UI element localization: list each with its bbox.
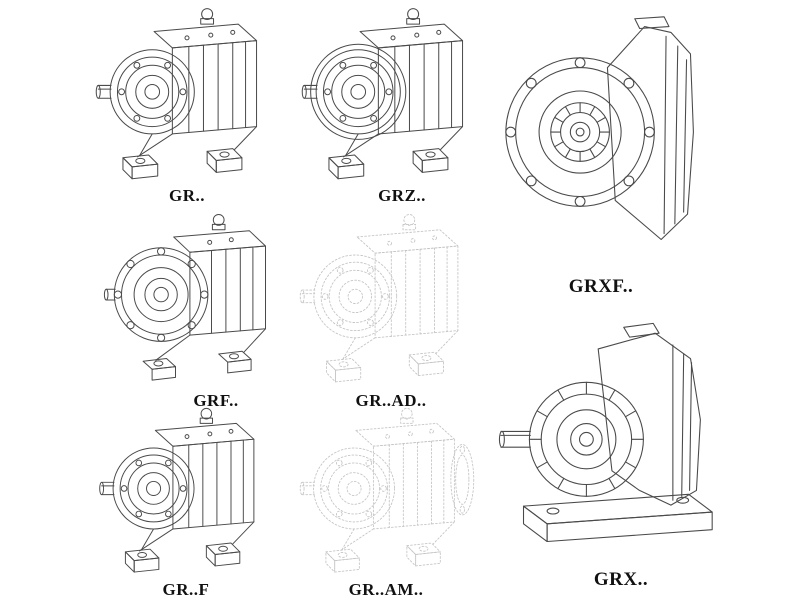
label-gr-f: GR..F — [162, 580, 210, 599]
label-grz: GRZ.. — [378, 186, 426, 205]
drawing-gr-foot-gearbox — [92, 4, 282, 187]
gearbox-line-art — [92, 4, 282, 187]
drawing-grx-foot-gearbox — [496, 296, 722, 562]
gearbox-line-art — [96, 210, 291, 390]
gearbox-line-art-phantom — [292, 210, 487, 390]
gearbox-line-art — [92, 404, 282, 580]
gearbox-line-art-phantom — [290, 404, 485, 580]
label-grxf: GRXF.. — [568, 276, 634, 297]
drawing-grz-foot-gearbox — [298, 4, 488, 187]
drawing-grf-flange-gearbox — [96, 210, 291, 390]
gearbox-line-art — [298, 4, 488, 187]
gearbox-line-art — [496, 296, 722, 562]
label-grf: GRF.. — [193, 391, 239, 410]
label-gr-am: GR..AM.. — [348, 580, 424, 599]
gearbox-line-art — [500, 2, 710, 266]
label-gr-ad: GR..AD.. — [355, 391, 427, 410]
drawing-gr-f-foot-gearbox — [92, 404, 282, 580]
drawing-gr-am-flange-gearbox — [290, 404, 485, 580]
label-gr: GR.. — [169, 186, 205, 205]
drawing-gr-ad-adapter-gearbox — [292, 210, 487, 390]
drawing-grxf-flange-gearbox — [500, 2, 710, 266]
label-grx: GRX.. — [593, 569, 649, 590]
